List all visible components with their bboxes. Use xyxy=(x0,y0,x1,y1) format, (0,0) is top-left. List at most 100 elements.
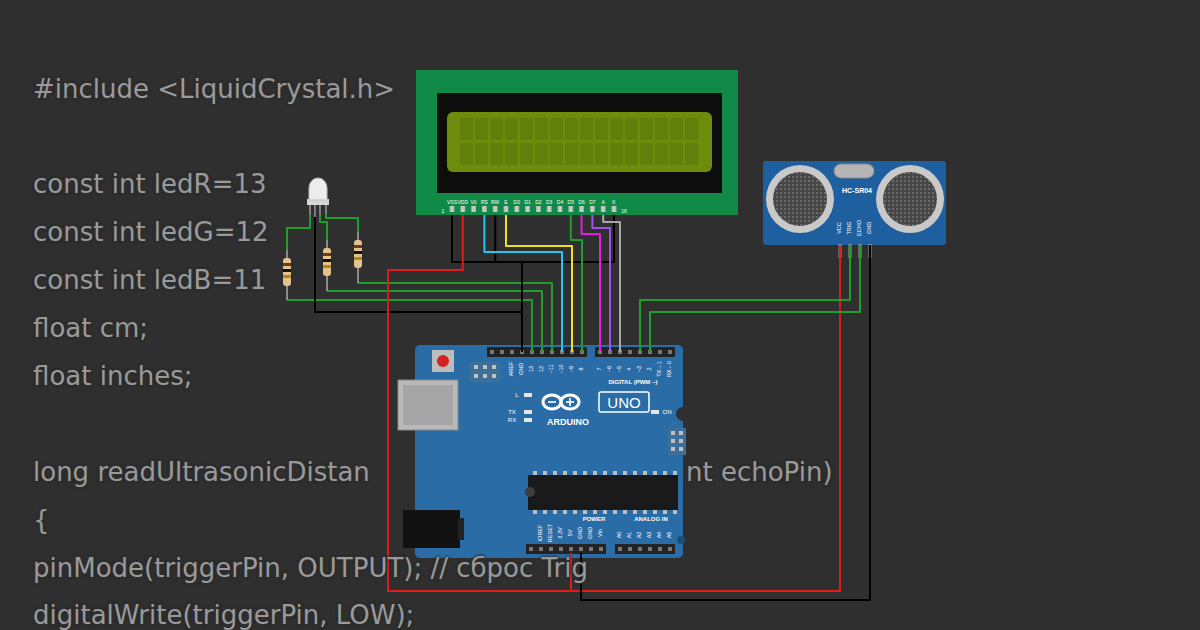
arduino-board: AREFGND1312~11~10~987~6~54~32TX→1RX←0DIG… xyxy=(415,345,683,558)
board-label: L xyxy=(515,392,518,398)
board-label: ARDUINO xyxy=(547,418,589,427)
board-label: 13 xyxy=(529,366,535,372)
icsp-header xyxy=(668,428,686,455)
pin-label: 1 xyxy=(442,209,445,214)
wire-bundle xyxy=(388,215,620,591)
board-label: TX xyxy=(508,409,516,415)
board-label: UNO xyxy=(607,395,640,410)
board-label: POWER xyxy=(583,516,606,522)
led-dome xyxy=(309,178,327,200)
board-label: 2 xyxy=(647,367,653,370)
wire xyxy=(592,215,610,352)
pin-label: D5 xyxy=(568,200,574,205)
pin-label: VSS xyxy=(447,200,457,205)
reset-button xyxy=(432,350,454,372)
pin-label: ECHO xyxy=(857,220,863,236)
resistor-symbol xyxy=(323,248,331,276)
pin-label: TRIG xyxy=(847,221,853,234)
board-label: RX xyxy=(508,417,516,423)
arduino-body xyxy=(398,345,690,558)
wire xyxy=(506,215,572,352)
board-label: A1 xyxy=(627,532,633,539)
code-line: float cm; xyxy=(33,312,148,344)
board-label: TX→1 xyxy=(657,361,663,377)
mounting-hole xyxy=(676,407,690,421)
pin-label: D0 xyxy=(514,200,520,205)
power-jack-rim xyxy=(458,518,464,540)
pin-label: V0 xyxy=(471,200,477,205)
pin-label: GND xyxy=(867,222,873,234)
code-line: float inches; xyxy=(33,360,192,392)
led-ground-wire xyxy=(315,217,522,312)
pin-label: RW xyxy=(491,200,499,205)
code-line: #include <LiquidCrystal.h> xyxy=(33,73,395,105)
board-label: A2 xyxy=(637,532,643,539)
wire xyxy=(603,215,620,352)
code-line: const int ledR=13 xyxy=(33,168,267,200)
pin-label: RS xyxy=(481,200,488,205)
board-label: GND xyxy=(588,527,594,539)
code-line: nt echoPin) xyxy=(686,456,833,488)
lcd-cells xyxy=(460,118,700,165)
pin-label: D1 xyxy=(524,200,530,205)
ultrasonic-sensor: HC-SR04VCC TRIG ECHO GND xyxy=(763,161,946,245)
board-label: IOREF xyxy=(538,525,544,542)
pin-header xyxy=(526,544,606,554)
pin-header-holes xyxy=(526,544,606,554)
arduino-logo xyxy=(543,395,579,409)
pin-label: A xyxy=(602,200,605,205)
board-label: AREF xyxy=(509,362,515,377)
code-line: digitalWrite(triggerPin, LOW); xyxy=(33,599,414,630)
ultrasonic-body xyxy=(763,161,946,258)
board-label: 4 xyxy=(627,367,633,370)
board-label: ~9 xyxy=(569,366,575,372)
chip-notch xyxy=(525,487,535,497)
pin-label: VCC xyxy=(837,222,843,234)
wire xyxy=(495,215,522,352)
board-label: ON xyxy=(663,409,672,415)
pin-label: 16 xyxy=(621,209,627,214)
wire xyxy=(581,245,870,600)
lcd-pcb xyxy=(416,70,738,215)
transducer xyxy=(766,165,834,233)
transducer-mesh xyxy=(773,172,827,226)
chip-pins xyxy=(528,510,678,514)
pin-label: HC-SR04 xyxy=(842,187,872,194)
board-label: ~11 xyxy=(549,365,555,374)
code-line: const int ledB=11 xyxy=(33,264,266,296)
led-legs xyxy=(310,204,326,217)
code-line: const int ledG=12 xyxy=(33,216,269,248)
board-label: A4 xyxy=(657,532,663,539)
led-wires xyxy=(287,214,552,352)
icsp-header xyxy=(470,362,500,382)
board-label: 3.3V xyxy=(558,527,564,538)
rgb-led-circuit xyxy=(283,178,552,352)
board-label: A5 xyxy=(667,532,673,539)
board-label: RESET xyxy=(548,524,554,542)
crystal xyxy=(834,164,874,178)
pin-label: D3 xyxy=(546,200,552,205)
pin-label: K xyxy=(612,200,615,205)
usb-inner xyxy=(403,385,453,425)
board-label: 7 xyxy=(597,367,603,370)
board-label: ~6 xyxy=(607,366,613,372)
pin-label: D4 xyxy=(557,200,563,205)
wire xyxy=(640,245,850,352)
board-label: RX←0 xyxy=(667,361,673,377)
board-label: 8 xyxy=(579,367,585,370)
wire-bundle xyxy=(571,245,870,600)
code-line: pinMode(triggerPin, OUTPUT); // сброс Tr… xyxy=(33,552,588,584)
wire xyxy=(650,245,860,352)
status-leds xyxy=(524,393,659,422)
chip-pins xyxy=(528,471,678,475)
resistor-symbol xyxy=(354,240,362,268)
wire xyxy=(484,215,562,352)
wire xyxy=(571,215,582,352)
wire xyxy=(571,245,840,591)
transducer-mesh xyxy=(883,172,937,226)
board-label: A3 xyxy=(647,532,653,539)
usb-port xyxy=(398,380,458,430)
board-label: 12 xyxy=(539,366,545,372)
board-label: DIGITAL (PWM ~) xyxy=(609,379,658,385)
